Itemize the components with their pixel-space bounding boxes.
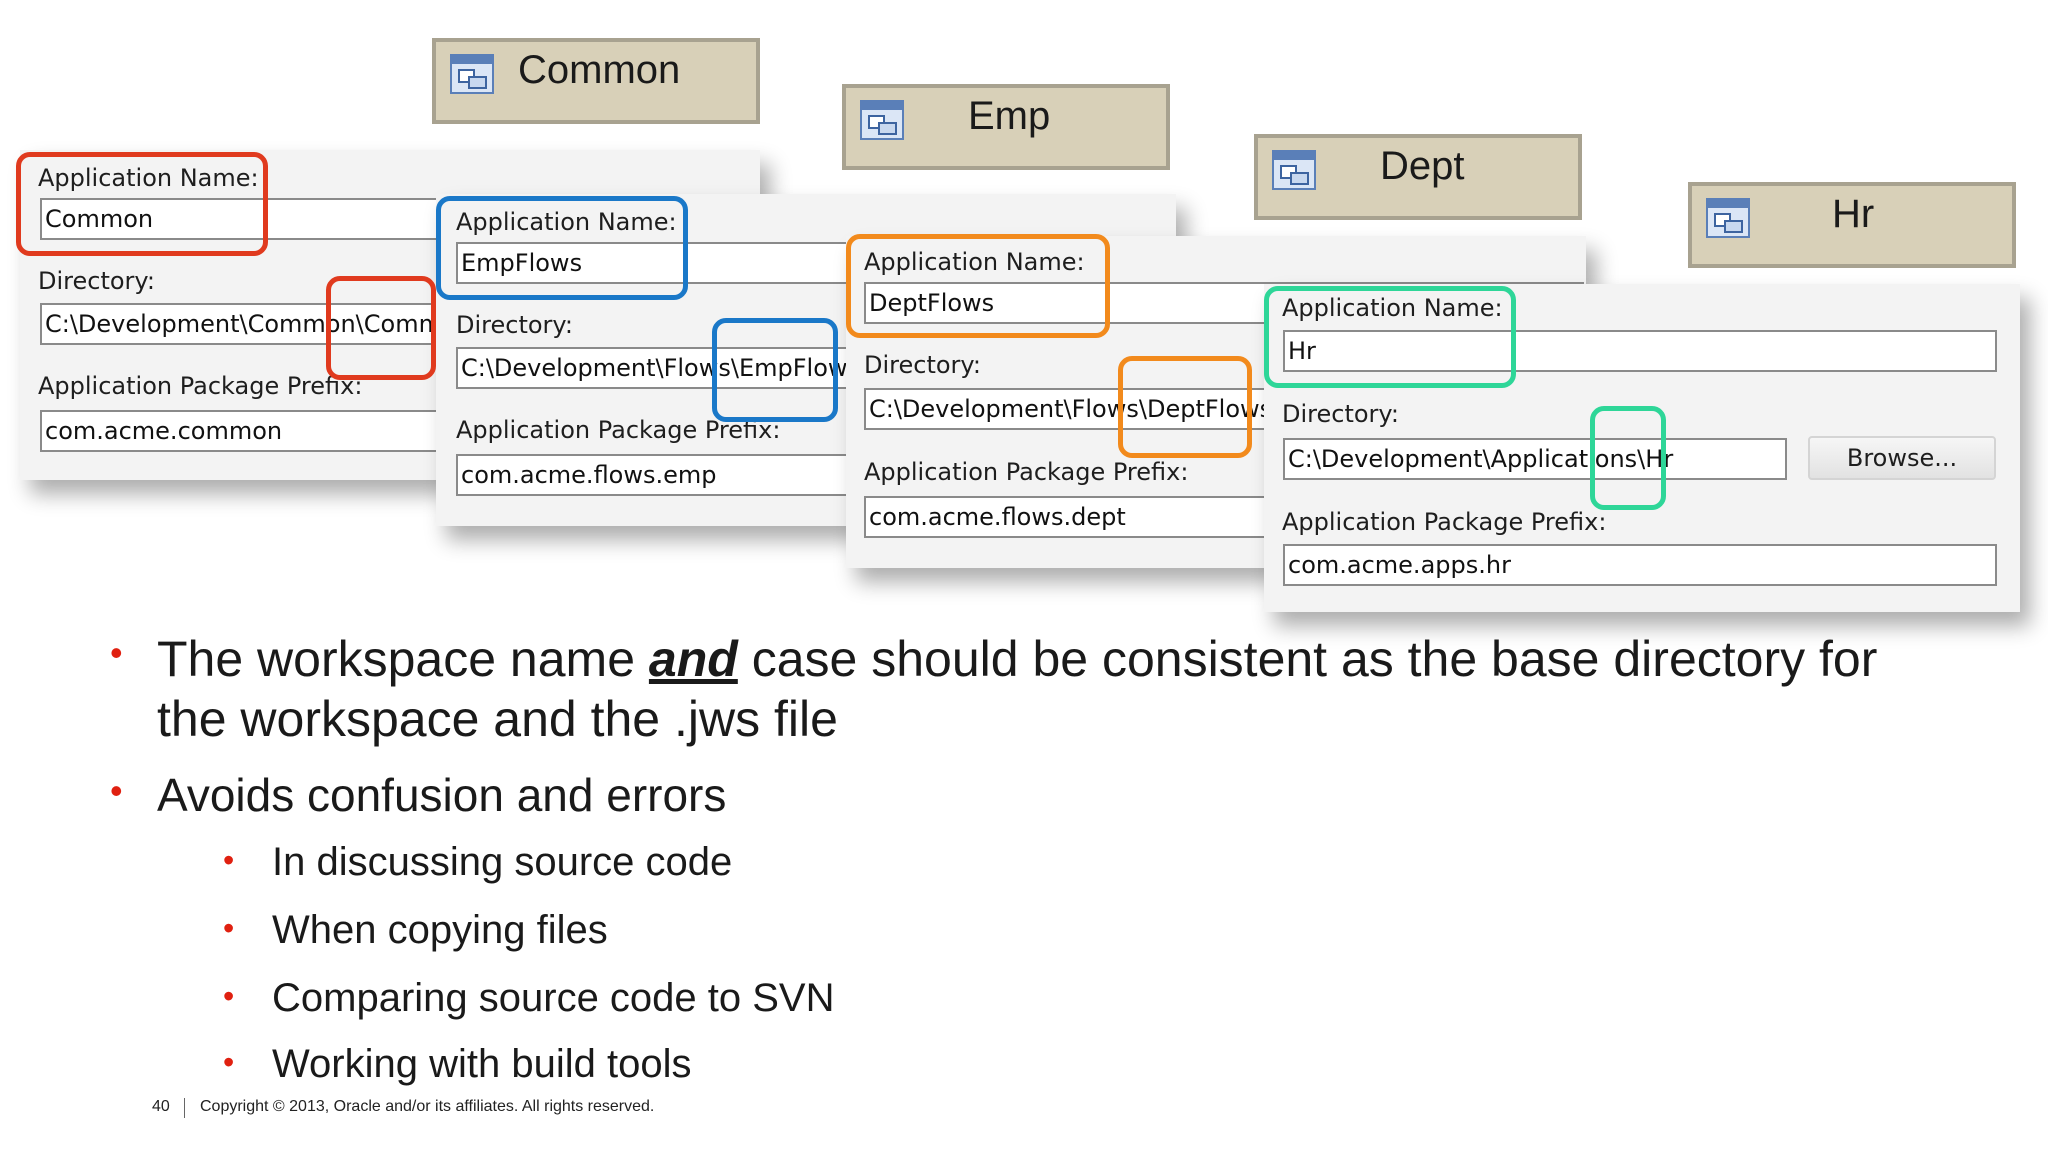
tab-dept[interactable]: Dept: [1254, 134, 1582, 220]
sub-bullet-comparing: Comparing source code to SVN: [272, 976, 835, 1020]
sub-bullet-build-tools: Working with build tools: [272, 1042, 692, 1086]
browse-button[interactable]: Browse...: [1808, 436, 1996, 480]
application-icon: [1272, 150, 1316, 190]
footer-divider: [184, 1098, 185, 1118]
bullet-workspace-consistency: The workspace name and case should be co…: [157, 630, 1877, 688]
tab-hr[interactable]: Hr: [1688, 182, 2016, 268]
package-prefix-field[interactable]: com.acme.apps.hr: [1283, 544, 1997, 586]
emp-app-name-highlight: [436, 196, 688, 300]
bullet-text: The workspace name: [157, 631, 649, 687]
bullet-workspace-consistency-line2: the workspace and the .jws file: [157, 691, 838, 747]
directory-label: Directory:: [864, 351, 981, 379]
directory-label: Directory:: [1282, 400, 1399, 428]
bullet-avoids-confusion: Avoids confusion and errors: [157, 769, 727, 821]
dept-directory-highlight: [1118, 356, 1252, 458]
tab-common-title: Common: [518, 48, 681, 92]
hr-directory-highlight: [1590, 406, 1666, 510]
application-icon: [450, 54, 494, 94]
tab-hr-title: Hr: [1832, 192, 1875, 236]
tab-dept-title: Dept: [1380, 144, 1465, 188]
copyright-text: Copyright © 2013, Oracle and/or its affi…: [200, 1098, 655, 1115]
directory-label: Directory:: [38, 267, 155, 295]
package-prefix-label: Application Package Prefix:: [864, 458, 1189, 486]
common-app-name-highlight: [16, 152, 268, 256]
hr-app-name-highlight: [1264, 286, 1516, 388]
emp-directory-highlight: [712, 318, 838, 422]
package-prefix-label: Application Package Prefix:: [1282, 508, 1607, 536]
tab-common[interactable]: Common: [432, 38, 760, 124]
emphasis-and: and: [648, 631, 738, 687]
tab-emp-title: Emp: [968, 94, 1051, 138]
app-name-field[interactable]: Hr: [1283, 330, 1997, 372]
hr-dialog-panel: Application Name: Hr Directory: C:\Devel…: [1264, 284, 2020, 612]
sub-bullet-discussing: In discussing source code: [272, 840, 733, 884]
sub-bullet-marker: •: [223, 910, 235, 946]
app-name-label: Application Name:: [456, 208, 677, 236]
package-prefix-label: Application Package Prefix:: [38, 372, 363, 400]
dept-app-name-highlight: [846, 234, 1110, 338]
directory-label: Directory:: [456, 311, 573, 339]
app-name-label: Application Name:: [864, 248, 1085, 276]
directory-field[interactable]: C:\Development\Applications\Hr: [1283, 438, 1787, 480]
tab-emp[interactable]: Emp: [842, 84, 1170, 170]
application-icon: [860, 100, 904, 140]
bullet-marker: •: [110, 770, 123, 811]
app-name-label: Application Name:: [38, 164, 259, 192]
sub-bullet-marker: •: [223, 1044, 235, 1080]
app-name-label: Application Name:: [1282, 294, 1503, 322]
bullet-text: case should be consistent as the base di…: [737, 631, 1878, 687]
sub-bullet-copying: When copying files: [272, 908, 608, 952]
sub-bullet-marker: •: [223, 978, 235, 1014]
application-icon: [1706, 198, 1750, 238]
bullet-marker: •: [110, 632, 123, 673]
common-directory-highlight: [326, 276, 436, 380]
page-number: 40: [152, 1098, 170, 1115]
sub-bullet-marker: •: [223, 842, 235, 878]
